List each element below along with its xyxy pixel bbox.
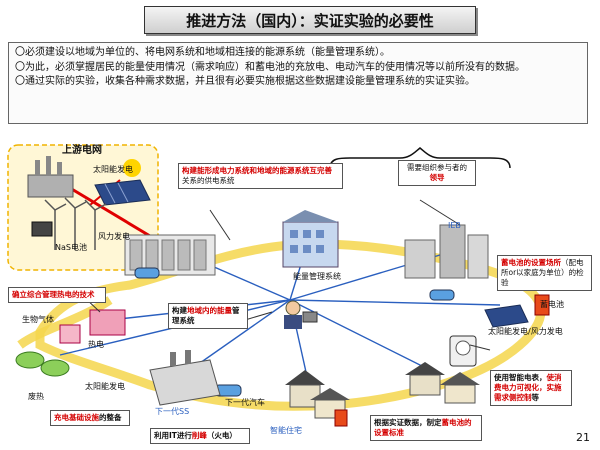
heat-power-icon — [59, 309, 126, 344]
ieb-label: IEB — [448, 221, 461, 230]
ems-building-icon — [282, 210, 339, 268]
callout-peak-shift: 利用IT进行削峰（火电） — [150, 428, 250, 444]
biogas-label: 生物气体 — [22, 315, 54, 324]
page-number: 21 — [576, 431, 590, 444]
wind-label: 风力发电 — [98, 232, 130, 241]
smart-house-label: 智能住宅 — [270, 426, 302, 435]
next-ss-icon — [149, 350, 221, 406]
callout-build-energy: 构建能形成电力系统和地域的能源系统互完善关系的供电系统 — [178, 163, 343, 189]
intro-line-3: 〇通过实际的实验，收集各种需求数据，并且很有必要实施根据这些数据建设能量管理系统… — [15, 76, 475, 87]
intro-line-2: 〇为此，必须掌握居民的能量使用情况（需求响应）和蓄电池的充放电、电动汽车的使用情… — [15, 61, 525, 73]
callout-storage-verify: 蓄电池的设置场所（配电所or以家庭为单位）的检验 — [497, 255, 592, 291]
substation-icon — [124, 234, 216, 276]
nas-battery-icon — [31, 221, 53, 237]
callout-battery-std: 根据实证数据，制定蓄电池的设置标准 — [370, 415, 482, 441]
solar-panel-icon — [94, 159, 151, 206]
power-plant-icon — [27, 156, 74, 198]
storage-label: 蓄电池 — [540, 300, 564, 309]
operator-icon — [284, 300, 318, 329]
intro-box: 〇必须建设以地域为单位的、将电网系统和地域相连接的能源系统（能量管理系统）。 〇… — [8, 42, 588, 124]
next-car-label: 下一代汽车 — [225, 398, 265, 407]
battery-small-icon — [334, 409, 348, 427]
callout-charging: 充电基础设施的整备 — [50, 410, 130, 426]
green-tank-icon — [15, 351, 70, 377]
callout-smart-meter: 使用智能电表，使消费电力可视化，实施需求侧控制等 — [490, 370, 572, 406]
wind-turbine-icon — [44, 197, 107, 250]
heat-label: 热电 — [88, 340, 104, 349]
ems-label: 能量管理系统 — [293, 272, 341, 281]
next-ss-label: 下一代SS — [155, 407, 190, 416]
page-title: 推进方法（国内）：实证实验的必要性 — [144, 6, 476, 34]
solar-wind-label: 太阳能发电/风力发电 — [488, 327, 563, 336]
house-cluster-icon — [405, 362, 480, 404]
smart-meter-icon — [449, 335, 477, 367]
solar-top-label: 太阳能发电 — [93, 165, 133, 174]
ev-car-icon — [134, 267, 455, 397]
callout-coordinate: 需要组织参与者的领导 — [398, 160, 476, 186]
waste-heat-label: 废热 — [28, 392, 44, 401]
callout-regional-ems: 构建地域内的能量管理系统 — [168, 303, 248, 329]
solar-bottom-label: 太阳能发电 — [85, 382, 125, 391]
nas-label: NaS电池 — [55, 243, 87, 252]
upstream-label: 上游电网 — [62, 145, 102, 156]
solar-wind-right-icon — [484, 294, 550, 328]
callout-heat-tech: 确立综合管理热电的技术 — [8, 287, 106, 303]
intro-line-1: 〇必须建设以地域为单位的、将电网系统和地域相连接的能源系统（能量管理系统）。 — [15, 47, 390, 58]
ieb-building-icon — [404, 224, 489, 279]
